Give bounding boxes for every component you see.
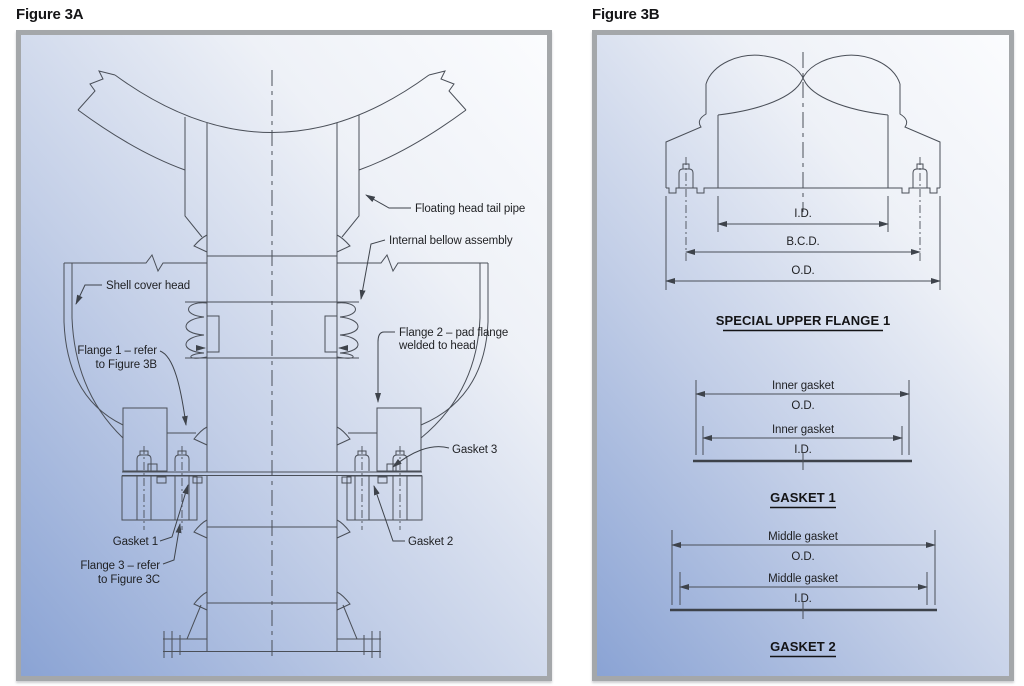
figure-3b-title: Figure 3B — [592, 6, 660, 23]
gasket-1-section: Inner gasket O.D. Inner gasket I.D. GASK… — [693, 380, 912, 509]
gasket-2-section: Middle gasket O.D. Middle gasket I.D. GA… — [670, 530, 937, 658]
flange-2-label-line1: Flange 2 – pad flange — [399, 327, 508, 339]
gasket-2-label: Gasket 2 — [408, 536, 453, 548]
flange-3-label-line1: Flange 3 – refer — [80, 560, 160, 572]
figure-3b-drawing: I.D. B.C.D. O.D. SPECIAL UPPER FLANGE 1 … — [665, 52, 941, 658]
label-gasket-2: Gasket 2 — [373, 485, 453, 548]
dim-od-label: O.D. — [791, 265, 814, 277]
flange-1-label-line2: to Figure 3B — [96, 359, 158, 371]
floating-head-saddle — [77, 70, 467, 171]
dim-bcd: B.C.D. — [685, 236, 921, 255]
gasket-1-label: Gasket 1 — [113, 536, 158, 548]
dim-od: O.D. — [665, 196, 941, 290]
gasket-3-label: Gasket 3 — [452, 444, 497, 456]
flange-3-label-line2: to Figure 3C — [98, 574, 160, 586]
internal-bellows — [185, 301, 359, 359]
special-upper-flange-caption: SPECIAL UPPER FLANGE 1 — [716, 313, 891, 328]
gasket2-id-dim: I.D. — [794, 593, 812, 605]
dim-id: I.D. — [717, 196, 889, 232]
flange-studs — [678, 157, 928, 262]
label-shell-cover-head: Shell cover head — [75, 280, 190, 305]
figure-3a-drawing: Floating head tail pipe Internal bellow … — [63, 70, 525, 660]
gasket1-caption: GASKET 1 — [770, 490, 836, 505]
dim-bcd-label: B.C.D. — [786, 236, 819, 248]
upper-flange-outline — [665, 54, 941, 262]
stud-bolts — [136, 446, 408, 530]
floating-head-tail-pipe-label: Floating head tail pipe — [415, 203, 525, 215]
label-gasket-1: Gasket 1 — [113, 484, 189, 548]
lower-flange-left — [121, 475, 198, 521]
tail-pipe — [184, 115, 360, 472]
internal-bellow-assembly-label: Internal bellow assembly — [389, 235, 513, 247]
label-flange-3: Flange 3 – refer to Figure 3C — [80, 523, 182, 586]
gasket2-od-dim: O.D. — [791, 551, 814, 563]
gasket1-od-dim: O.D. — [791, 400, 814, 412]
shell-cover-head-label: Shell cover head — [106, 280, 190, 292]
upper-flange-caption: SPECIAL UPPER FLANGE 1 — [716, 313, 891, 332]
flange-assembly — [121, 407, 423, 530]
gasket1-od-label: Inner gasket — [772, 380, 835, 392]
figure-3b-panel — [592, 30, 1014, 681]
gasket2-caption: GASKET 2 — [770, 639, 836, 654]
figure-3a-title: Figure 3A — [16, 6, 84, 23]
flange-2-label-line2: welded to head — [398, 340, 476, 352]
dim-id-label: I.D. — [794, 208, 812, 220]
pad-flange-right — [376, 407, 422, 472]
gasket1-id-dim: I.D. — [794, 444, 812, 456]
pad-flange-left — [122, 407, 168, 472]
label-floating-head-tail-pipe: Floating head tail pipe — [365, 194, 525, 215]
label-flange-1: Flange 1 – refer to Figure 3B — [77, 345, 188, 426]
gasket1-id-label: Inner gasket — [772, 424, 835, 436]
label-gasket-3: Gasket 3 — [392, 444, 497, 468]
label-internal-bellow-assembly: Internal bellow assembly — [359, 235, 513, 300]
gasket2-od-label: Middle gasket — [768, 531, 839, 543]
gasket2-id-label: Middle gasket — [768, 573, 839, 585]
label-flange-2: Flange 2 – pad flange welded to head — [375, 327, 508, 403]
figure-3a-panel — [16, 30, 552, 681]
lower-pipe — [163, 475, 381, 658]
lower-flange-right — [346, 475, 423, 521]
shell-cover-head-outline — [63, 253, 489, 439]
flange-1-label-line1: Flange 1 – refer — [77, 345, 157, 357]
